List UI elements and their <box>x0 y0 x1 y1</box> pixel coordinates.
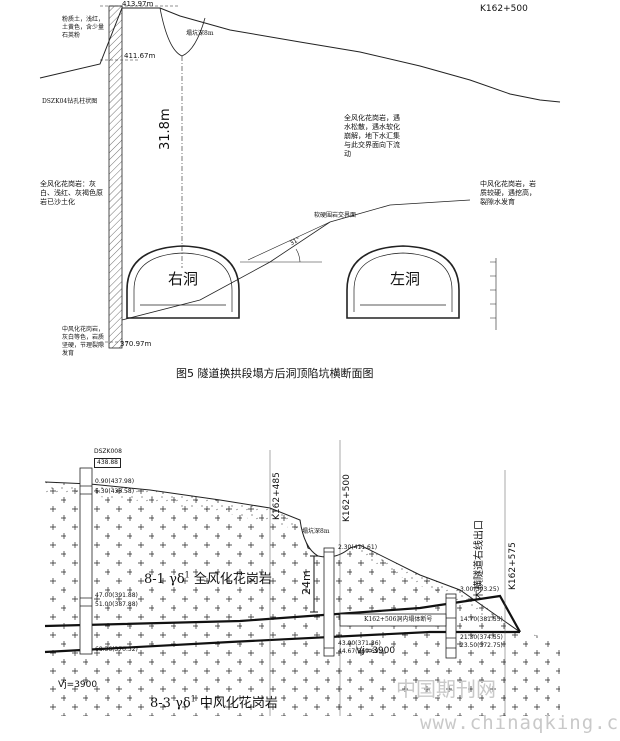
rock-interface <box>121 199 471 321</box>
elev-mid-label: 411.67m <box>124 52 156 60</box>
depth-right-0: 3.00(393.25) <box>460 586 500 593</box>
left-tunnel <box>346 245 460 319</box>
elev-bottom-label: 370.97m <box>120 340 152 348</box>
borehole-id: DSZK008 <box>94 448 122 455</box>
top-section <box>39 5 561 349</box>
station-label: K162+500 <box>480 4 528 14</box>
depth-label-bottom: 24m <box>300 570 313 595</box>
depth-mid-2: 44.67(369.69) <box>338 648 381 655</box>
ground-surface <box>39 7 561 103</box>
borehole-label: DSZK04钻孔柱状图 <box>42 98 98 105</box>
tunnel-right-label: 右洞 <box>168 270 199 288</box>
wall-label: K162+506洞内塌体断号 <box>364 616 433 623</box>
depth-left-2: 47.00(391.88) <box>95 592 138 599</box>
rock-note-center: 全风化花岗岩，遇水松散，遇水软化崩解，地下水汇集与此交界面向下流动 <box>344 114 400 158</box>
interface-label: 软硬围岩交界面 <box>314 212 357 219</box>
depth-right-2: 21.30(374.55) <box>460 634 503 641</box>
depth-label-top: 31.8m <box>158 108 173 150</box>
depth-right-3: 23.50(372.75) <box>460 642 503 649</box>
soil-note: 粉质土，浅红，土黄色，含少量石英粉 <box>62 16 105 39</box>
depth-left-0: 0.90(437.98) <box>95 478 135 485</box>
depth-mid-1: 43.00(371.36) <box>338 640 381 647</box>
borehole-dszk008 <box>79 467 93 655</box>
bottom-ground-surface <box>44 481 521 633</box>
tunnel-left-label: 左洞 <box>390 270 421 288</box>
bottom-section <box>44 440 560 716</box>
layer-lower: 8-3 γδ1 中风化花岗岩 <box>150 694 278 711</box>
depth-left-1: 5.30(433.58) <box>95 488 135 495</box>
granite-body <box>45 482 560 716</box>
vj-mid: Vj=3900 <box>356 646 396 656</box>
collapse-label-top: 塌坑深8m <box>186 30 214 37</box>
rock-note-left: 全风化花岗岩：灰白、浅红、灰褐色原岩已沙土化 <box>40 180 103 206</box>
caption-top: 图5 隧道换拱段塌方后洞顶陷坑横断面图 <box>176 367 374 380</box>
borehole-right <box>445 593 457 659</box>
borehole-mid <box>323 547 335 657</box>
elev-top-label: 413.97m <box>122 0 154 8</box>
station-575: K162+575 <box>508 542 518 590</box>
depth-left-4: 68.36(370.52) <box>95 646 138 653</box>
borehole-elev: 438.88 <box>94 458 121 468</box>
right-tunnel <box>126 245 240 319</box>
station-500: K162+500 <box>342 474 352 522</box>
depth-mid-0: 2.30(411.61) <box>338 544 378 551</box>
vj-left: Vj=3900 <box>58 680 98 690</box>
collapse-zone-band <box>339 613 447 627</box>
station-485: K162+485 <box>272 472 282 520</box>
collapse-label-bottom: 塌坑深8m <box>302 528 330 535</box>
bottom-note: 中风化花岗岩，灰白等色，岩质坚硬，节理裂隙发育 <box>62 326 105 357</box>
watermark-cn: 中国期刊网 <box>396 677 496 701</box>
borehole-column <box>108 5 123 349</box>
depth-right-1: 14.70(381.55) <box>460 616 503 623</box>
upper-interface <box>44 594 521 633</box>
depth-left-3: 51.00(387.88) <box>95 601 138 608</box>
layer-upper: 8-1 γδ1 全风化花岗岩 <box>144 570 272 587</box>
rock-note-right: 中风化花岗岩，岩质较硬，遇挖高，裂隙水发育 <box>480 180 536 206</box>
watermark-url: www.chinaqking.com <box>420 712 620 734</box>
